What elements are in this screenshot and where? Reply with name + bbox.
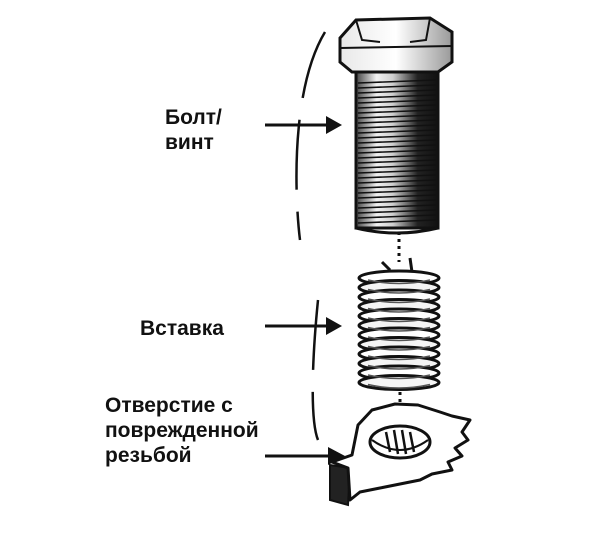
- coil-shade: [367, 355, 431, 361]
- bolt-thread-line: [357, 129, 437, 134]
- coil-shade: [367, 383, 431, 389]
- label-insert: Вставка: [140, 317, 224, 340]
- bolt-thread-line: [357, 109, 437, 114]
- bolt-thread-line: [357, 164, 437, 169]
- bolt-thread-line: [357, 104, 437, 109]
- bolt-thread-line: [357, 194, 437, 199]
- bolt-thread-line: [357, 204, 437, 209]
- bolt-thread-line: [357, 189, 437, 194]
- bolt-icon: [338, 16, 454, 235]
- bolt-thread-line: [357, 99, 437, 104]
- guide-arc-left: [295, 31, 327, 441]
- label-bolt-line-1: Болт/: [165, 106, 222, 129]
- label-hole-line-3: резьбой: [105, 444, 192, 467]
- coil-shade: [367, 279, 431, 285]
- label-hole-line-2: поврежденной: [105, 419, 259, 442]
- coil-shade: [367, 326, 431, 332]
- bolt-thread-line: [357, 169, 437, 174]
- bolt-thread-line: [357, 214, 437, 219]
- bolt-thread-line: [357, 209, 437, 214]
- arrow-insert: [265, 317, 342, 335]
- label-hole-line-1: Отверстие с: [105, 394, 233, 417]
- coil-shade: [367, 336, 431, 342]
- coil-shade: [367, 317, 431, 323]
- bolt-thread-line: [357, 134, 437, 139]
- helicoil-insert-icon: [357, 257, 441, 391]
- coil-shade: [367, 374, 431, 380]
- bolt-thread-line: [357, 119, 437, 124]
- bolt-thread-line: [357, 179, 437, 184]
- bolt-thread-line: [357, 184, 437, 189]
- coil-shade: [367, 345, 431, 351]
- bolt-thread-line: [357, 94, 437, 99]
- label-bolt-line-2: винт: [165, 131, 214, 154]
- bolt-thread-line: [357, 139, 437, 144]
- bolt-thread-line: [357, 219, 437, 224]
- bolt-thread-line: [357, 149, 437, 154]
- bolt-thread-line: [357, 84, 437, 89]
- bolt-thread-line: [357, 159, 437, 164]
- workpiece-hole-icon: [329, 402, 472, 507]
- label-bolt: Болт/ винт: [165, 105, 222, 155]
- coil-shade: [367, 298, 431, 304]
- bolt-thread-line: [357, 174, 437, 179]
- coil-shade: [367, 307, 431, 313]
- bolt-thread-line: [357, 199, 437, 204]
- bolt-thread-line: [357, 154, 437, 159]
- coil-shade: [367, 288, 431, 294]
- coil-shade: [367, 364, 431, 370]
- bolt-thread-line: [357, 124, 437, 129]
- label-damaged-hole: Отверстие с поврежденной резьбой: [105, 393, 259, 468]
- bolt-thread-line: [357, 89, 437, 94]
- arrow-bolt: [265, 116, 342, 134]
- bolt-thread-line: [357, 79, 437, 84]
- bolt-thread-line: [357, 144, 437, 149]
- arrow-hole: [265, 447, 345, 465]
- bolt-thread-line: [357, 114, 437, 119]
